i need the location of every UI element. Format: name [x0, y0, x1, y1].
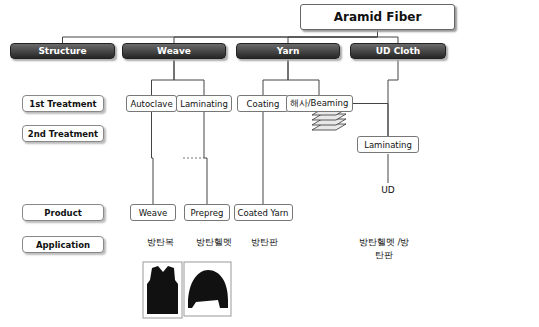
- node-text: Coating: [247, 99, 280, 109]
- connector: [263, 112, 264, 204]
- product-box: Prepreg: [184, 204, 230, 221]
- process-box: 해사/Beaming: [286, 95, 353, 112]
- helmet-picture: [184, 262, 231, 316]
- node-text: Coated Yarn: [238, 208, 289, 218]
- node-text: 해사/Beaming: [290, 98, 349, 110]
- node-text: Application: [36, 240, 90, 250]
- node-text: Yarn: [277, 46, 300, 56]
- product-box: Coated Yarn: [234, 204, 293, 221]
- process-box: Autoclave: [126, 95, 177, 112]
- category-header: Structure: [10, 43, 115, 59]
- node-text: Prepreg: [191, 208, 224, 218]
- process-box: Laminating: [357, 136, 419, 153]
- node-text: Laminating: [364, 140, 412, 150]
- process-box: Laminating: [176, 95, 232, 112]
- node-text: Laminating: [180, 99, 228, 109]
- connector: [353, 104, 389, 137]
- vest-picture: [143, 262, 182, 318]
- product-label: UD: [370, 185, 406, 195]
- leader-line: [388, 154, 389, 183]
- category-header: Yarn: [236, 43, 340, 59]
- node-text: Structure: [38, 46, 86, 56]
- connector: [288, 30, 378, 43]
- row-label: Product: [22, 204, 104, 221]
- connector: [174, 30, 378, 43]
- connector: [152, 112, 154, 204]
- node-text: 1st Treatment: [29, 99, 96, 109]
- process-box: Coating: [237, 95, 289, 112]
- row-label: 1st Treatment: [22, 95, 104, 112]
- connector: [63, 30, 378, 43]
- connector: [152, 59, 175, 95]
- node-text: UD Cloth: [376, 46, 421, 56]
- connector: [378, 30, 399, 43]
- node-text: Aramid Fiber: [334, 10, 422, 24]
- row-label: Application: [22, 236, 104, 253]
- category-header: UD Cloth: [350, 43, 446, 59]
- connector: [174, 59, 204, 95]
- application-label: 방탄판: [244, 236, 284, 249]
- category-header: Weave: [122, 43, 226, 59]
- application-label: 방탄헬멧: [190, 236, 238, 249]
- ud-sheet-stack: [312, 109, 346, 130]
- application-label: 방탄헬멧 /방탄판: [358, 236, 410, 262]
- connector: [288, 59, 319, 95]
- dotted-line: [183, 158, 204, 159]
- application-label: 방탄복: [140, 236, 180, 249]
- connector: [263, 59, 288, 95]
- node-text: Weave: [139, 208, 168, 218]
- row-label: 2nd Treatment: [22, 125, 104, 142]
- connector: [204, 112, 207, 204]
- node-text: Autoclave: [130, 99, 172, 109]
- title-box: Aramid Fiber: [300, 4, 455, 30]
- node-text: Weave: [157, 46, 191, 56]
- product-box: Weave: [130, 204, 176, 221]
- connector: [388, 59, 398, 136]
- node-text: 2nd Treatment: [28, 129, 98, 139]
- node-text: Product: [44, 208, 82, 218]
